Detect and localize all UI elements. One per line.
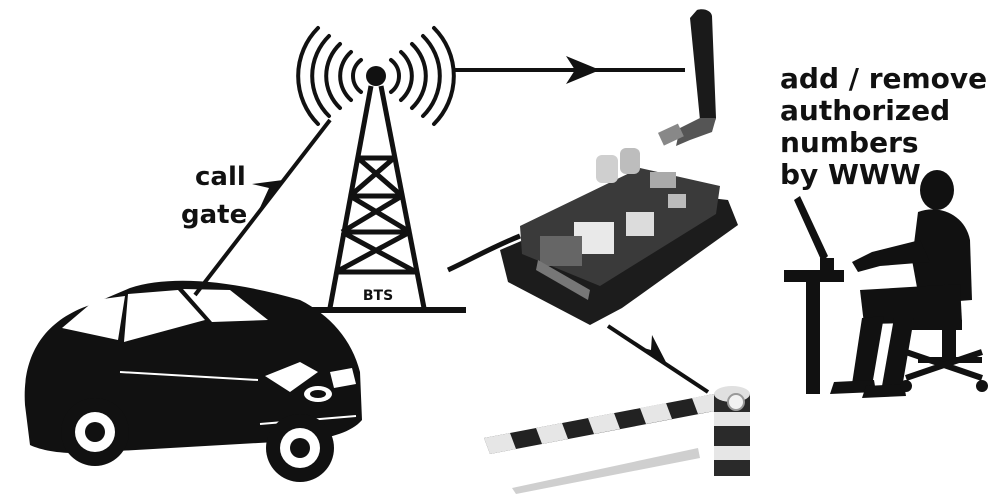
call-gate-label: call gate: [181, 162, 255, 230]
gsm-module-icon: [446, 9, 738, 325]
arrow-car-to-tower: [193, 118, 332, 297]
user-at-computer-icon: [784, 170, 988, 398]
www-action-label: add / remove authorized numbers by WWW: [780, 62, 997, 191]
barrier-gate-icon: [484, 386, 750, 494]
bts-tower-icon: [296, 26, 466, 313]
arrow-car-to-tower-head: [252, 180, 283, 212]
car-icon: [24, 280, 363, 482]
arrow-tower-to-device-head: [566, 56, 600, 84]
arrow-device-to-barrier-head: [636, 335, 668, 366]
bts-label: BTS: [363, 288, 393, 304]
